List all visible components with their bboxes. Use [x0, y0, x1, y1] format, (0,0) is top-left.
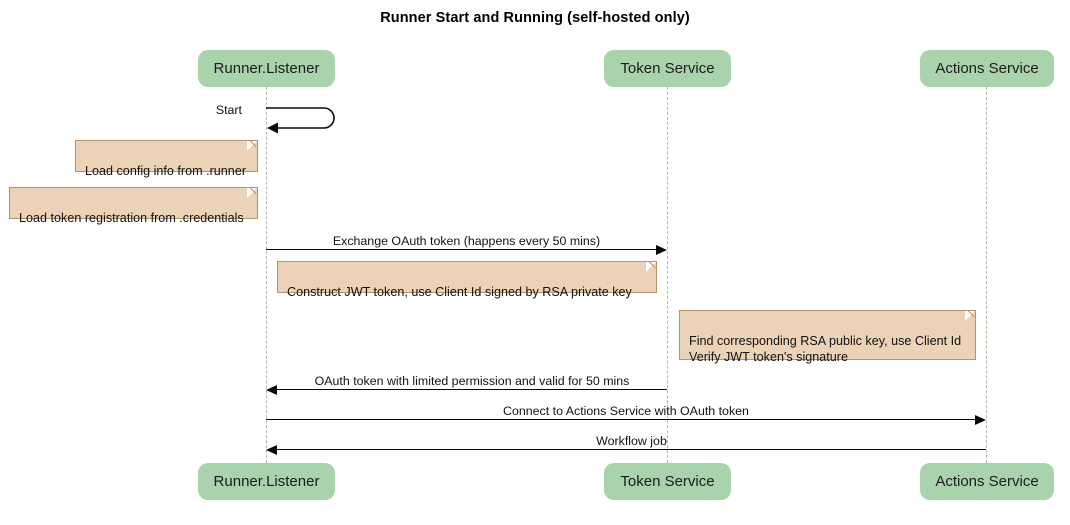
- note-fold-icon: [965, 311, 975, 321]
- participant-label: Actions Service: [935, 473, 1039, 490]
- message-label-workflow-job: Workflow job: [596, 434, 667, 448]
- message-label-exchange-oauth-token: Exchange OAuth token (happens every 50 m…: [332, 234, 601, 248]
- participant-label: Runner.Listener: [213, 473, 320, 490]
- note-text: Load token registration from .credential…: [19, 211, 244, 225]
- participant-label: Token Service: [620, 473, 715, 490]
- message-line-workflow-job: [277, 449, 986, 450]
- note-fold-icon: [646, 262, 656, 272]
- message-line-oauth-token-returned: [277, 389, 667, 390]
- note-fold-icon: [247, 188, 257, 198]
- participant-footer-token-service[interactable]: Token Service: [604, 463, 731, 500]
- self-message-label-start: Start: [215, 103, 242, 117]
- note-load-token-registration: Load token registration from .credential…: [9, 187, 258, 225]
- arrow-right-icon-exchange-oauth-token: [656, 244, 667, 255]
- note-verify-jwt-signature: Find corresponding RSA public key, use C…: [679, 310, 976, 364]
- lifeline-actions-service: [986, 87, 987, 463]
- diagram-title: Runner Start and Running (self-hosted on…: [380, 10, 690, 26]
- note-text: Load config info from .runner: [85, 164, 247, 178]
- arrow-left-icon-workflow-job: [266, 444, 277, 455]
- arrow-left-icon-oauth-token-returned: [266, 384, 277, 395]
- participant-header-actions-service[interactable]: Actions Service: [920, 50, 1054, 87]
- note-fold-icon: [247, 141, 257, 151]
- participant-label: Token Service: [620, 60, 715, 77]
- participant-header-runner-listener[interactable]: Runner.Listener: [198, 50, 335, 87]
- participant-footer-runner-listener[interactable]: Runner.Listener: [198, 463, 335, 500]
- participant-label: Actions Service: [935, 60, 1039, 77]
- note-text: Construct JWT token, use Client Id signe…: [287, 285, 632, 299]
- message-label-connect-actions-service: Connect to Actions Service with OAuth to…: [503, 404, 749, 418]
- participant-footer-actions-service[interactable]: Actions Service: [920, 463, 1054, 500]
- arrow-right-icon-connect-actions-service: [975, 414, 986, 425]
- message-line-exchange-oauth-token: [266, 249, 656, 250]
- lifeline-token-service: [667, 87, 668, 463]
- participant-header-token-service[interactable]: Token Service: [604, 50, 731, 87]
- message-label-oauth-token-returned: OAuth token with limited permission and …: [314, 374, 630, 388]
- participant-label: Runner.Listener: [213, 60, 320, 77]
- self-message-loop-start: [266, 107, 335, 134]
- message-line-connect-actions-service: [266, 419, 975, 420]
- note-load-config-info: Load config info from .runner: [75, 140, 258, 178]
- note-text: Find corresponding RSA public key, use C…: [689, 334, 962, 364]
- lifeline-runner-listener: [266, 87, 267, 463]
- note-construct-jwt-token: Construct JWT token, use Client Id signe…: [277, 261, 657, 299]
